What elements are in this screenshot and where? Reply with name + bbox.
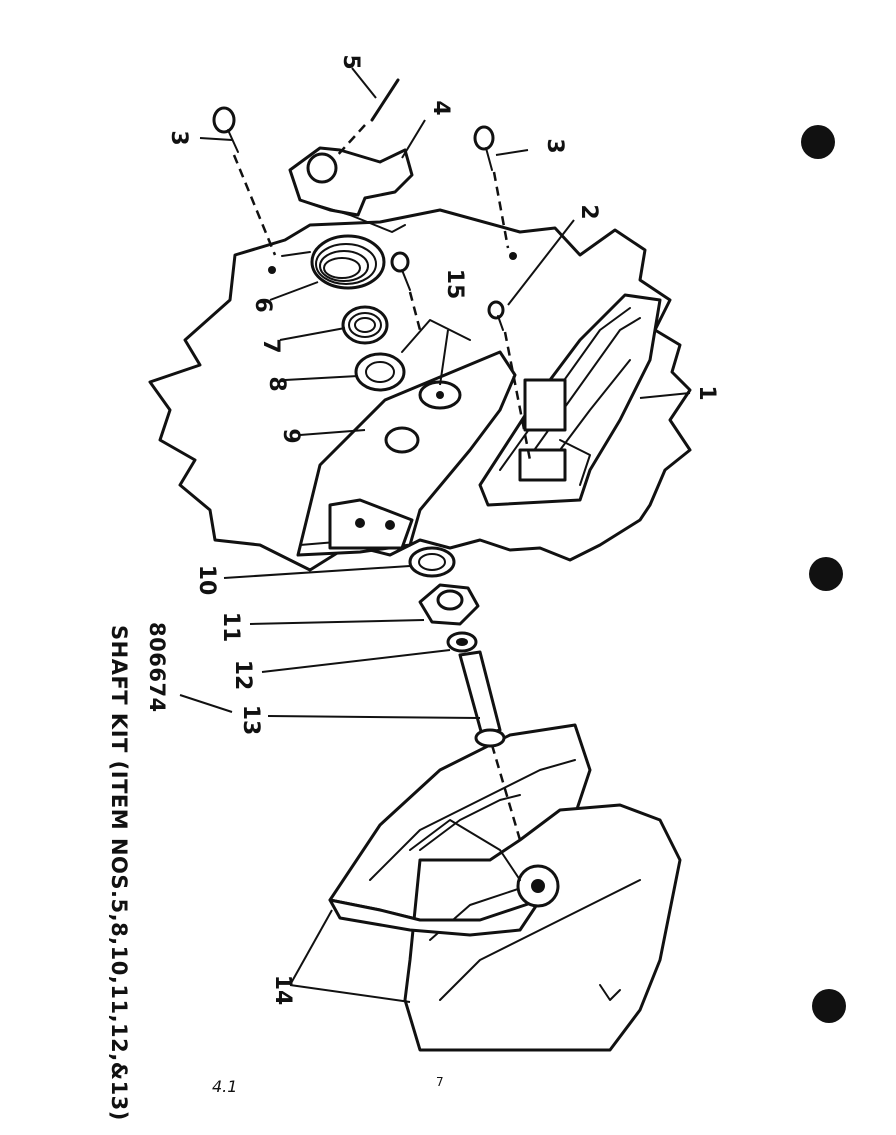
callout-5: 5 xyxy=(338,54,363,69)
ring-part-10 xyxy=(408,546,456,578)
screw-part-3-left xyxy=(212,106,239,153)
callout-13: 13 xyxy=(238,705,263,736)
callout-15: 15 xyxy=(442,269,467,300)
callout-3-left: 3 xyxy=(166,130,191,145)
callout-3-right: 3 xyxy=(542,138,567,153)
shaft-part-13 xyxy=(458,650,506,748)
kit-title: SHAFT KIT (ITEM NOS.5,8,10,11,12,&13) xyxy=(107,625,131,1121)
switch-channel-part-1 xyxy=(478,293,662,507)
washer-part-12 xyxy=(446,631,478,653)
spring-part-7 xyxy=(341,305,389,345)
callout-11: 11 xyxy=(218,612,243,643)
callout-14: 14 xyxy=(270,975,295,1006)
screw-part-2 xyxy=(487,300,505,331)
callout-1: 1 xyxy=(694,385,719,400)
screw-part-3-right xyxy=(473,125,495,171)
corner-mark: 4.1 xyxy=(212,1077,237,1096)
pin-part-5 xyxy=(370,78,400,122)
callout-4: 4 xyxy=(428,100,453,115)
washer-part-15 xyxy=(418,380,462,410)
callout-labels: 1 2 3 3 4 5 6 7 8 9 10 11 12 13 14 15 xyxy=(166,54,719,1005)
assembly-lines xyxy=(232,124,532,841)
kit-caption: 806674 SHAFT KIT (ITEM NOS.5,8,10,11,12,… xyxy=(107,622,169,1121)
binder-hole-top xyxy=(801,125,835,159)
callout-12: 12 xyxy=(230,660,255,691)
binder-hole-bottom xyxy=(812,989,846,1023)
callout-7: 7 xyxy=(258,338,283,353)
page-mark: 7 xyxy=(436,1075,444,1089)
spring-part-6 xyxy=(281,234,386,290)
callout-2: 2 xyxy=(576,204,601,219)
nut-part-8 xyxy=(354,352,406,392)
dispenser-housing-part-14 xyxy=(328,723,682,1052)
leader-lines xyxy=(179,67,691,1003)
callout-8: 8 xyxy=(264,376,289,391)
screw-center xyxy=(390,251,411,291)
kit-number: 806674 xyxy=(145,622,169,713)
callout-10: 10 xyxy=(194,565,219,596)
bracket-part-9 xyxy=(296,319,517,557)
binder-hole-middle xyxy=(809,557,843,591)
lever-part-4 xyxy=(288,146,414,233)
callout-9: 9 xyxy=(278,428,303,443)
bushing-part-11 xyxy=(418,583,480,626)
callout-6: 6 xyxy=(250,297,275,312)
